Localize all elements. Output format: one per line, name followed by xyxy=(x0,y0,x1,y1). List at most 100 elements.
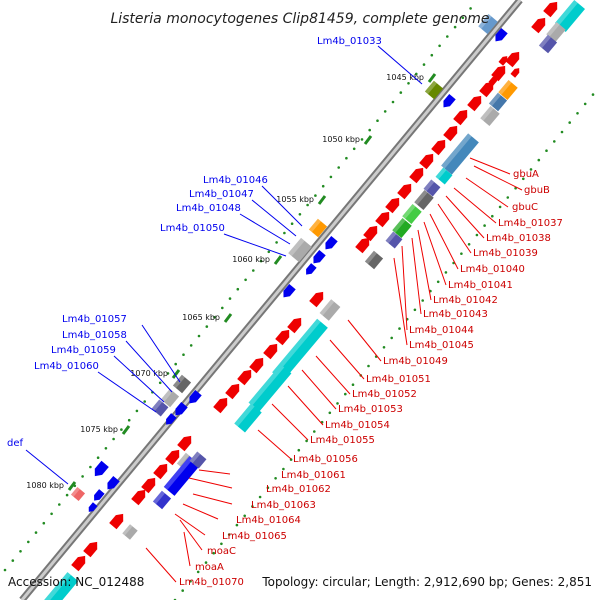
label-leader xyxy=(198,469,231,475)
forward-gene-arrow xyxy=(83,541,98,558)
scale-dot xyxy=(258,495,262,499)
label-leader xyxy=(453,187,497,224)
gene-label-forward: moaC xyxy=(207,546,236,557)
gene-label-forward: Lm4b_01053 xyxy=(338,404,403,415)
gene-label-reverse: Lm4b_01033 xyxy=(317,36,382,47)
tick-mark xyxy=(317,195,327,205)
scale-dot xyxy=(283,231,286,235)
forward-gene-arrow xyxy=(419,153,434,170)
label-leader xyxy=(393,257,408,346)
scale-dot xyxy=(127,418,131,422)
scale-dot xyxy=(491,214,494,218)
tick-label: 1060 kbp xyxy=(232,255,270,264)
gene-label-forward: gbuC xyxy=(512,202,538,213)
gene-block-orange xyxy=(308,218,328,238)
forward-gene-arrow xyxy=(249,357,264,374)
tick-label: 1055 kbp xyxy=(276,195,314,204)
scale-dot xyxy=(467,243,471,246)
gene-label-reverse: def xyxy=(7,438,24,449)
gene-label-forward: Lm4b_01062 xyxy=(266,484,331,495)
label-leader xyxy=(301,369,337,410)
scale-dot xyxy=(568,121,571,124)
gene-block-green xyxy=(392,218,412,238)
scale-dot xyxy=(205,325,209,328)
scale-dot xyxy=(290,222,294,225)
gene-label-forward: Lm4b_01051 xyxy=(366,374,431,385)
gene-block-cyan xyxy=(41,572,79,600)
scale-dot xyxy=(560,130,564,134)
scale-dot xyxy=(382,346,386,349)
scale-dot xyxy=(522,177,525,181)
scale-dot xyxy=(390,336,394,340)
tick-label: 1075 kbp xyxy=(80,425,118,434)
scale-dot xyxy=(50,512,53,516)
label-leader xyxy=(257,429,292,460)
forward-gene-arrow xyxy=(309,291,324,308)
gene-label-forward: Lm4b_01061 xyxy=(281,470,346,481)
scale-dot xyxy=(383,110,387,113)
gene-label-forward: Lm4b_01070 xyxy=(179,577,244,588)
forward-gene-arrow xyxy=(131,489,146,506)
gene-block-orange xyxy=(498,80,518,100)
gene-block-slate xyxy=(538,34,558,54)
forward-gene-arrow xyxy=(275,329,290,346)
scale-dot xyxy=(282,467,285,471)
gene-label-forward: Lm4b_01040 xyxy=(460,264,525,275)
label-leader xyxy=(417,229,432,301)
scale-dot xyxy=(430,53,434,57)
gene-label-forward: Lm4b_01042 xyxy=(433,295,498,306)
gene-labels: Lm4b_01033Lm4b_01046Lm4b_01047Lm4b_01048… xyxy=(7,36,563,588)
gene-label-reverse: Lm4b_01047 xyxy=(189,189,254,200)
tick-label: 1080 kbp xyxy=(26,481,64,490)
forward-gene-arrow xyxy=(488,76,498,86)
scale-dot xyxy=(368,128,372,132)
scale-dot xyxy=(376,119,379,122)
scale-dot xyxy=(436,280,440,284)
scale-dot xyxy=(243,514,246,518)
scale-dot xyxy=(313,430,316,433)
gene-block-steel xyxy=(441,133,479,175)
gene-label-forward: Lm4b_01065 xyxy=(222,531,287,542)
label-leader xyxy=(377,45,423,85)
scale-dot xyxy=(321,184,325,188)
forward-gene-arrow xyxy=(237,369,252,386)
reverse-gene-arrow xyxy=(495,27,508,42)
gene-block-lightblue xyxy=(478,14,498,34)
scale-dot xyxy=(204,561,208,564)
scale-dot xyxy=(305,439,308,443)
label-leader xyxy=(271,403,309,441)
scale-dots xyxy=(3,7,595,600)
gene-block-pink xyxy=(70,486,86,502)
scale-dot xyxy=(329,175,333,179)
forward-gene-arrow xyxy=(141,477,156,494)
gene-block-cyan xyxy=(554,0,586,32)
label-leader xyxy=(25,449,69,485)
gene-label-reverse: Lm4b_01059 xyxy=(51,345,116,356)
gene-label-forward: gbuB xyxy=(524,185,550,196)
label-leader xyxy=(97,371,157,413)
scale-dot xyxy=(460,252,463,255)
gene-label-forward: gbuA xyxy=(513,169,539,180)
forward-gene-arrow xyxy=(111,515,122,527)
forward-gene-arrow xyxy=(165,449,180,466)
gene-label-reverse: Lm4b_01060 xyxy=(34,361,99,372)
gene-label-forward: Lm4b_01039 xyxy=(473,248,538,259)
scale-dot xyxy=(398,327,401,330)
label-leader xyxy=(411,237,422,315)
gene-label-forward: Lm4b_01044 xyxy=(409,325,474,336)
scale-dot xyxy=(189,344,193,347)
label-leader xyxy=(188,477,233,489)
genome-backbone xyxy=(19,0,523,600)
gene-label-forward: Lm4b_01037 xyxy=(498,218,563,229)
scale-dot xyxy=(182,353,185,357)
scale-dot xyxy=(112,437,115,441)
reverse-gene-arrow xyxy=(94,460,109,477)
label-leader xyxy=(192,493,233,505)
tick-mark xyxy=(121,425,131,435)
reverse-gene-arrow xyxy=(175,401,188,416)
label-leader xyxy=(174,513,206,536)
scale-dot xyxy=(143,400,146,403)
scale-dot xyxy=(360,138,364,141)
tick-mark xyxy=(363,135,373,145)
scale-dot xyxy=(197,334,201,338)
